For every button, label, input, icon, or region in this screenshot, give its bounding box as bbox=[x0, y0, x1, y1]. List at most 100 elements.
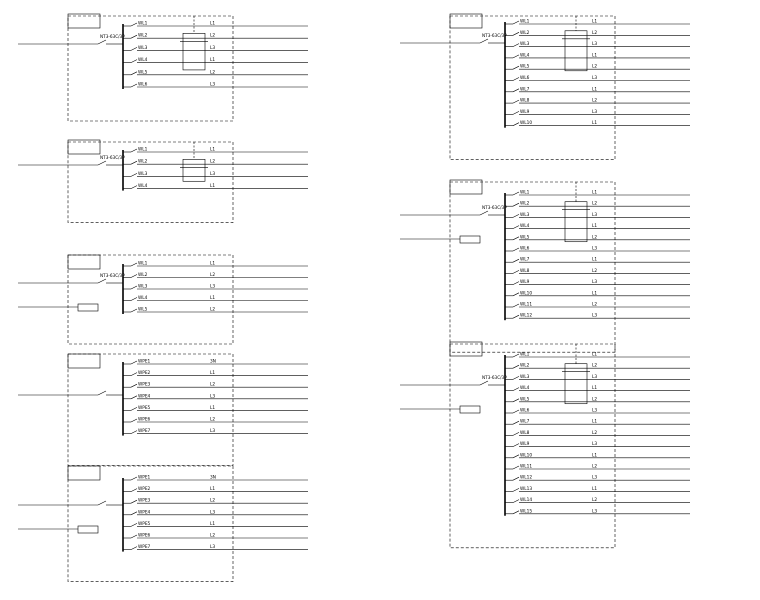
branch-breaker-contact bbox=[130, 511, 138, 516]
circuit-phase: L3 bbox=[592, 374, 597, 380]
panel-id-box bbox=[449, 341, 483, 357]
panel-enclosure bbox=[67, 15, 234, 122]
branch-breaker-contact bbox=[512, 65, 520, 70]
circuit-phase: L2 bbox=[592, 234, 597, 240]
circuit-code: WL7 bbox=[520, 419, 530, 425]
circuit-phase: L1 bbox=[592, 419, 597, 425]
circuit-row: WL5 L2 bbox=[505, 234, 690, 240]
circuit-code: WL5 bbox=[138, 307, 148, 313]
branch-breaker-contact bbox=[130, 262, 138, 267]
circuit-phase: 3N bbox=[210, 359, 216, 365]
branch-breaker-contact bbox=[130, 488, 138, 492]
branch-breaker-contact bbox=[130, 418, 138, 423]
circuit-code: WL1 bbox=[520, 190, 530, 196]
circuit-phase: L2 bbox=[592, 30, 597, 36]
contactor-box bbox=[182, 33, 206, 71]
circuit-code: WL5 bbox=[520, 64, 530, 70]
circuit-code: WL11 bbox=[520, 464, 532, 470]
branch-breaker-contact bbox=[512, 510, 520, 515]
branch-breaker-contact bbox=[512, 77, 520, 81]
branch-breaker-contact bbox=[130, 71, 138, 76]
circuit-phase: L3 bbox=[592, 408, 597, 414]
main-breaker-contact bbox=[479, 210, 489, 216]
circuit-code: WL12 bbox=[520, 313, 532, 319]
main-breaker-label: NT3-63C/3P bbox=[482, 205, 507, 210]
panel-enclosure bbox=[449, 15, 616, 160]
circuit-code: WL12 bbox=[520, 475, 532, 481]
meter-box bbox=[77, 303, 99, 312]
circuit-phase: L3 bbox=[210, 171, 215, 177]
circuit-code: WPE7 bbox=[138, 544, 151, 550]
branch-breaker-contact bbox=[130, 185, 138, 189]
main-breaker-label: NT3-63C/3P bbox=[100, 155, 125, 160]
branch-breaker-contact bbox=[512, 409, 520, 414]
main-breaker-contact bbox=[97, 160, 107, 166]
branch-breaker-contact bbox=[130, 476, 138, 481]
circuit-code: WL5 bbox=[520, 234, 530, 240]
circuit-phase: L2 bbox=[592, 98, 597, 104]
circuit-code: WL1 bbox=[520, 19, 530, 25]
branch-breaker-contact bbox=[512, 236, 520, 241]
circuit-phase: L1 bbox=[210, 486, 215, 492]
circuit-phase: L2 bbox=[210, 159, 215, 165]
branch-breaker-contact bbox=[130, 395, 138, 400]
circuit-phase: L1 bbox=[210, 295, 215, 301]
branch-breaker-contact bbox=[130, 274, 138, 278]
circuit-phase: L2 bbox=[210, 533, 215, 539]
circuit-phase: L1 bbox=[592, 86, 597, 92]
branch-breaker-contact bbox=[512, 292, 520, 297]
circuit-phase: L3 bbox=[592, 75, 597, 81]
circuit-phase: L3 bbox=[592, 212, 597, 218]
branch-breaker-contact bbox=[512, 465, 520, 470]
main-breaker-contact bbox=[97, 278, 107, 284]
panel-id-box bbox=[67, 139, 101, 155]
circuit-code: WL3 bbox=[520, 212, 530, 218]
branch-breaker-contact bbox=[130, 297, 138, 301]
contactor-box bbox=[564, 363, 588, 405]
circuit-code: WL7 bbox=[520, 257, 530, 263]
circuit-phase: L2 bbox=[592, 302, 597, 308]
circuit-phase: L2 bbox=[210, 272, 215, 278]
panel-id-box bbox=[67, 13, 101, 29]
main-breaker-label: NT3-63C/3P bbox=[482, 375, 507, 380]
circuit-code: WL8 bbox=[520, 98, 530, 104]
circuit-code: WL4 bbox=[138, 183, 148, 189]
circuit-code: WL15 bbox=[520, 508, 532, 514]
branch-breaker-contact bbox=[130, 148, 138, 153]
circuit-code: WPE5 bbox=[138, 521, 151, 527]
branch-breaker-contact bbox=[130, 173, 138, 177]
main-breaker-contact bbox=[479, 380, 489, 386]
circuit-code: WL9 bbox=[520, 279, 530, 285]
circuit-code: WPE4 bbox=[138, 393, 151, 399]
circuit-phase: L2 bbox=[210, 33, 215, 39]
branch-breaker-contact bbox=[130, 360, 138, 365]
branch-breaker-contact bbox=[130, 34, 138, 39]
circuit-phase: L3 bbox=[210, 82, 215, 88]
